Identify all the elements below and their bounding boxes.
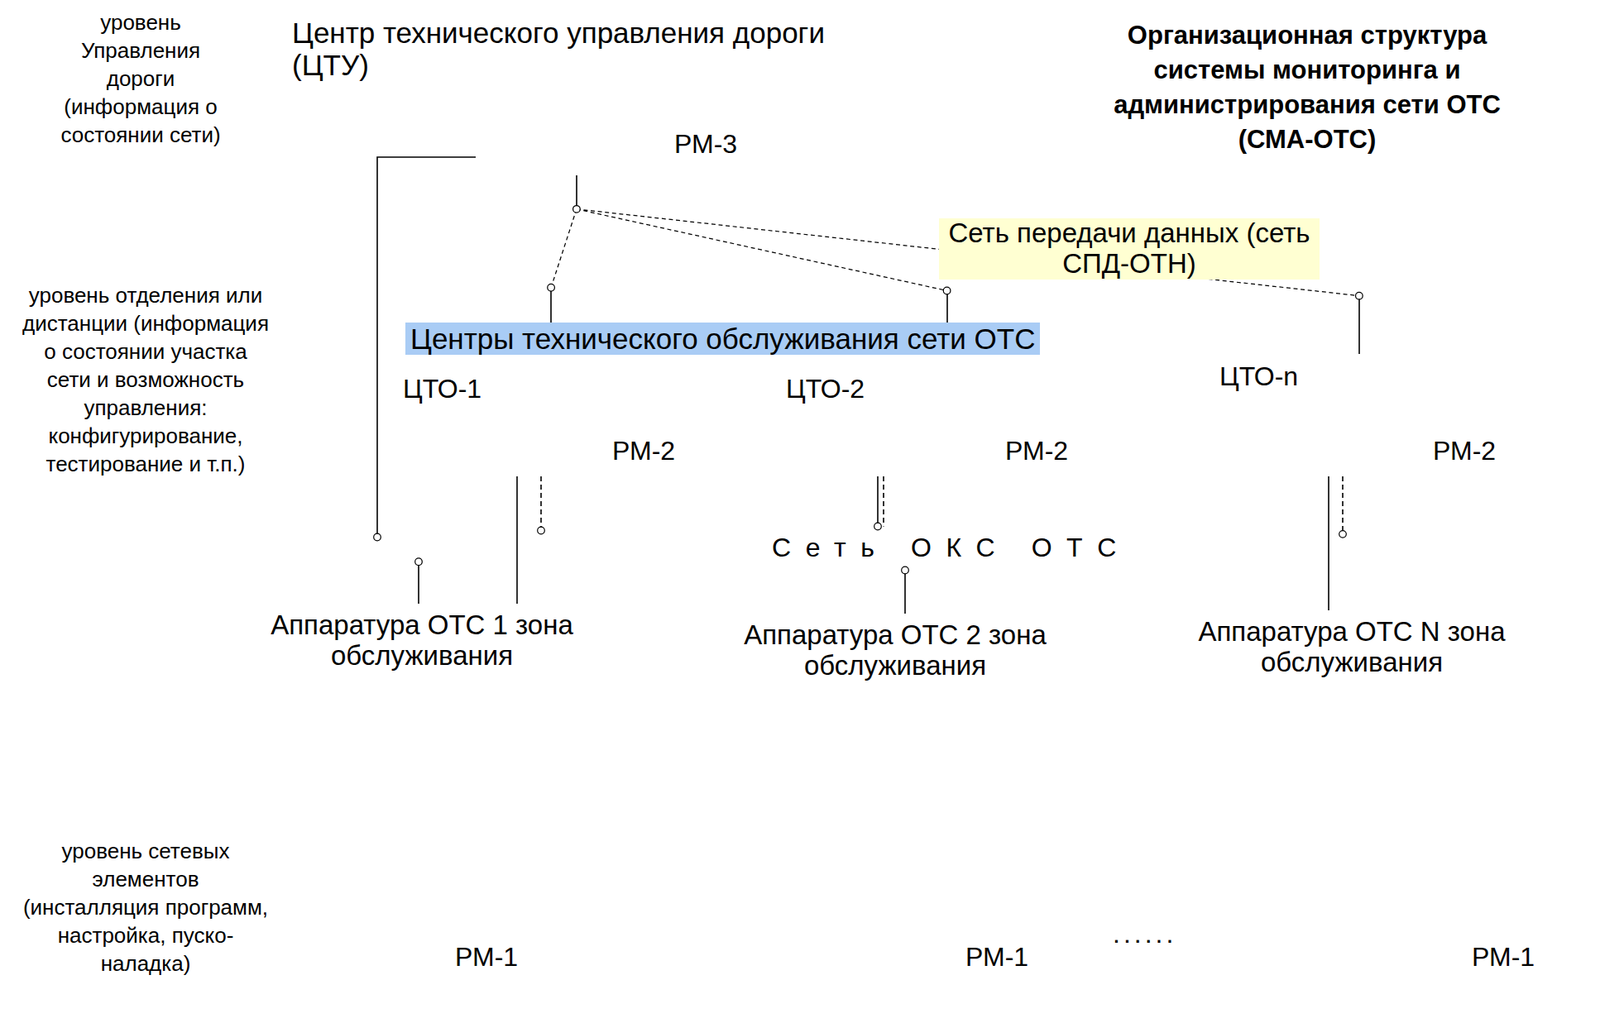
node-text: РМ-3 <box>674 129 738 160</box>
text-slot: РМ-1 <box>1471 943 1535 973</box>
node-text: РМ-1 <box>455 943 518 973</box>
text-slot: уровень отделения или дистанции (информа… <box>21 281 270 479</box>
text-slot: ...... <box>1112 919 1177 950</box>
text-slot: РМ-2 <box>1432 436 1496 467</box>
connector-line <box>540 476 542 532</box>
workstation: ЦТО-2РМ-2 <box>785 354 1084 477</box>
level-label: уровень сетевых элементов (инсталляция п… <box>21 837 270 978</box>
text-slot: РМ-2 <box>612 436 676 467</box>
computer-icon <box>816 893 949 987</box>
node-text: ЦТО-1 <box>402 374 482 405</box>
node-text: ЦТО-n <box>1219 362 1299 393</box>
element-level-band <box>292 892 1600 1023</box>
node-text: ЦТО-2 <box>785 374 865 405</box>
node-text: РМ-2 <box>1432 436 1496 467</box>
level-label: ...... <box>1112 919 1177 950</box>
junction-dot <box>537 526 546 535</box>
connector-line <box>417 561 420 604</box>
workstation: ЦТО-nРМ-2 <box>1219 354 1514 477</box>
connector-line <box>904 570 906 615</box>
connector-line <box>516 476 518 604</box>
text-slot: Аппаратура ОТС 1 зона обслуживания <box>249 610 595 672</box>
connector-line <box>1327 476 1330 611</box>
network-cloud: Аппаратура ОТС N зона обслуживания <box>1161 600 1549 705</box>
workstation: РМ-1 <box>1306 893 1543 1006</box>
network-ring: Сеть ОКС ОТС <box>292 525 1486 572</box>
workstation: ЦТО-1РМ-2 <box>401 354 695 477</box>
workstation: РМ-3 <box>475 51 757 176</box>
text-slot: РМ-2 <box>1005 436 1069 467</box>
text-slot: Сеть передачи данных (сеть СПД-ОТН) <box>938 218 1320 280</box>
text-slot: РМ-1 <box>455 943 518 973</box>
connector-line <box>1358 296 1361 355</box>
text-slot: Аппаратура ОТС 2 зона обслуживания <box>723 620 1068 682</box>
text-slot: Организационная структура системы монито… <box>1075 18 1539 158</box>
network-cloud: Аппаратура ОТС 1 зона обслуживания <box>231 594 619 698</box>
node-text: РМ-1 <box>965 943 1029 973</box>
text-slot: ЦТО-n <box>1219 362 1299 393</box>
text-slot: Аппаратура ОТС N зона обслуживания <box>1179 617 1524 679</box>
text-slot: Сеть ОКС ОТС <box>771 533 1131 564</box>
connector-line <box>876 476 879 527</box>
connector-line <box>882 476 885 527</box>
junction-dot <box>415 558 423 566</box>
node-text: Аппаратура ОТС N зона обслуживания <box>1179 617 1524 679</box>
computer-icon <box>1306 893 1439 987</box>
junction-dot <box>901 566 910 575</box>
junction-dot <box>874 522 882 531</box>
computer-icon <box>1274 357 1436 471</box>
junction-dot <box>373 533 382 542</box>
text-slot: Центры технического обслуживания сети ОТ… <box>405 322 1040 355</box>
connector-line <box>1341 476 1344 535</box>
equipment-cabinets <box>249 718 1548 863</box>
connector-line <box>575 175 578 210</box>
level-label: уровень Управления дороги (информация о … <box>57 8 224 149</box>
node-text: Сеть передачи данных (сеть СПД-ОТН) <box>938 218 1320 280</box>
network-cloud: Аппаратура ОТС 2 зона обслуживания <box>704 603 1093 708</box>
node-text: РМ-2 <box>1005 436 1069 467</box>
text-slot: РМ-3 <box>674 129 738 160</box>
text-slot: ЦТО-1 <box>402 374 482 405</box>
service-links <box>282 864 1504 914</box>
cloud-outline <box>244 193 1521 325</box>
level-label: уровень отделения или дистанции (информа… <box>21 281 270 479</box>
workstation: РМ-1 <box>816 893 1037 1006</box>
node-text: Центр технического управления дороги (ЦТ… <box>292 16 888 82</box>
text-slot: уровень Управления дороги (информация о … <box>57 8 224 149</box>
computer-icon <box>479 51 664 180</box>
text-slot: РМ-1 <box>965 943 1029 973</box>
node-text: РМ-2 <box>612 436 676 467</box>
workstation: РМ-1 <box>306 893 527 1006</box>
computer-icon <box>306 893 439 987</box>
text-slot: ЦТО-2 <box>785 374 865 405</box>
node-text: РМ-1 <box>1471 943 1535 973</box>
level-band: Центр технического управления дороги (ЦТ… <box>275 14 985 187</box>
junction-dot <box>1339 531 1347 539</box>
node-text: Аппаратура ОТС 1 зона обслуживания <box>249 610 595 672</box>
node-text: Центры технического обслуживания сети ОТ… <box>405 322 1040 355</box>
network-cloud: Сеть передачи данных (сеть СПД-ОТН) <box>244 193 1521 325</box>
text-slot: уровень сетевых элементов (инсталляция п… <box>21 837 270 978</box>
text-slot: Центр технического управления дороги (ЦТ… <box>292 16 888 82</box>
level-band: Центры технического обслуживания сети ОТ… <box>292 322 1521 483</box>
diagram-title: Организационная структура системы монито… <box>1075 18 1539 158</box>
node-text: Аппаратура ОТС 2 зона обслуживания <box>723 620 1068 682</box>
node-text: Сеть ОКС ОТС <box>771 533 1131 564</box>
